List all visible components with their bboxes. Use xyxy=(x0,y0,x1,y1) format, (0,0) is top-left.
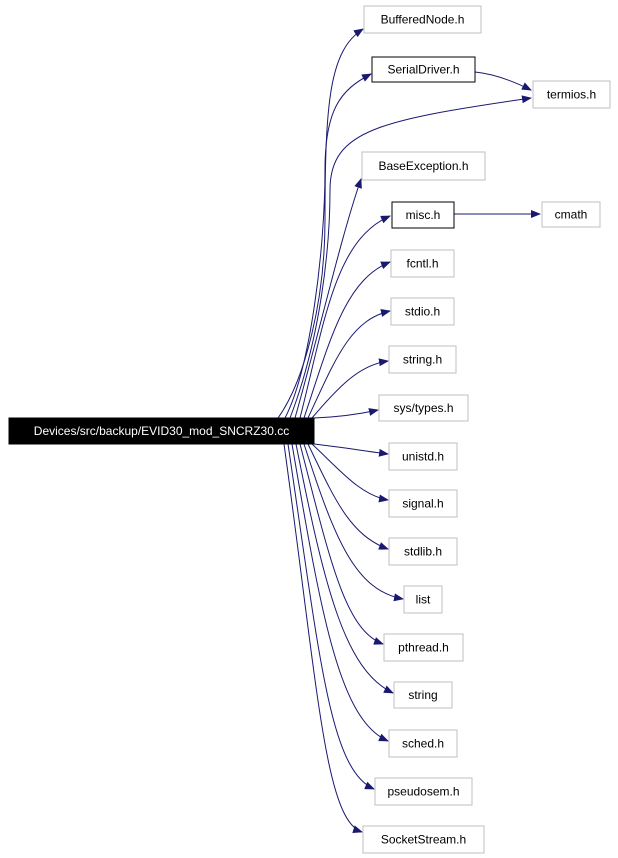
node-label: Devices/src/backup/EVID30_mod_SNCRZ30.cc xyxy=(34,424,289,438)
node-label: stdlib.h xyxy=(404,545,442,559)
node-baseexception[interactable]: BaseException.h xyxy=(361,151,486,181)
edge-root-to-termios xyxy=(289,95,532,419)
node-box xyxy=(362,825,485,854)
node-label: stdio.h xyxy=(405,305,440,319)
edge-root-to-pseudosem xyxy=(287,443,375,790)
edge-root-to-list xyxy=(303,443,404,602)
node-serialdriver[interactable]: SerialDriver.h xyxy=(371,56,476,83)
node-box xyxy=(390,249,455,278)
node-box xyxy=(388,442,458,471)
edge-root-to-serialdriver xyxy=(284,73,372,419)
edge-root-to-baseexception xyxy=(294,178,362,419)
nodes-layer: Devices/src/backup/EVID30_mod_SNCRZ30.cc… xyxy=(8,5,611,854)
edge-root-to-sched xyxy=(291,443,389,742)
node-misc[interactable]: misc.h xyxy=(391,201,455,229)
node-box xyxy=(378,394,469,422)
node-unistd[interactable]: unistd.h xyxy=(388,442,458,471)
node-stdlib[interactable]: stdlib.h xyxy=(388,537,458,566)
node-box xyxy=(363,5,482,34)
node-sched[interactable]: sched.h xyxy=(388,729,458,758)
node-label: SerialDriver.h xyxy=(387,63,459,77)
edges-layer xyxy=(277,28,541,833)
node-bufferednode[interactable]: BufferedNode.h xyxy=(363,5,482,34)
node-label: pseudosem.h xyxy=(387,785,459,799)
node-root[interactable]: Devices/src/backup/EVID30_mod_SNCRZ30.cc xyxy=(8,417,315,445)
node-string_h[interactable]: string.h xyxy=(388,345,457,374)
node-label: sched.h xyxy=(402,737,444,751)
node-signal[interactable]: signal.h xyxy=(388,489,458,518)
node-systypes[interactable]: sys/types.h xyxy=(378,394,469,422)
node-box xyxy=(388,729,458,758)
node-pseudosem[interactable]: pseudosem.h xyxy=(374,777,473,806)
node-label: string xyxy=(408,688,437,702)
node-box xyxy=(541,201,601,228)
node-box xyxy=(390,297,455,326)
node-label: list xyxy=(416,593,431,607)
node-label: fcntl.h xyxy=(406,257,438,271)
node-box xyxy=(388,489,458,518)
node-pthread[interactable]: pthread.h xyxy=(383,633,464,662)
node-box xyxy=(403,585,443,614)
node-label: termios.h xyxy=(547,88,596,102)
node-label: SocketStream.h xyxy=(381,833,466,847)
node-list[interactable]: list xyxy=(403,585,443,614)
node-box xyxy=(393,681,453,709)
node-box xyxy=(532,80,611,109)
edge-root-to-string_h xyxy=(311,358,389,419)
node-label: pthread.h xyxy=(398,641,449,655)
edge-root-to-string xyxy=(295,443,394,694)
node-box xyxy=(371,56,476,83)
node-box xyxy=(361,151,486,181)
node-box xyxy=(388,537,458,566)
node-label: cmath xyxy=(555,208,588,222)
edge-root-to-stdio xyxy=(307,309,391,419)
node-box xyxy=(8,417,315,445)
node-label: BufferedNode.h xyxy=(381,13,465,27)
node-label: string.h xyxy=(403,353,442,367)
node-fcntl[interactable]: fcntl.h xyxy=(390,249,455,278)
node-label: BaseException.h xyxy=(378,159,468,173)
edge-root-to-bufferednode xyxy=(277,28,364,419)
edge-root-to-systypes xyxy=(313,408,379,419)
node-label: misc.h xyxy=(406,208,441,222)
edge-root-to-pthread xyxy=(299,443,384,645)
edge-root-to-unistd xyxy=(313,443,389,457)
edge-root-to-misc xyxy=(299,215,391,419)
node-box xyxy=(374,777,473,806)
node-socketstream[interactable]: SocketStream.h xyxy=(362,825,485,854)
edge-root-to-stdlib xyxy=(307,443,389,550)
edge-root-to-fcntl xyxy=(303,261,391,419)
node-box xyxy=(388,345,457,374)
node-label: sys/types.h xyxy=(393,401,453,415)
edge-root-to-socketstream xyxy=(283,443,363,833)
node-label: unistd.h xyxy=(402,450,444,464)
node-termios[interactable]: termios.h xyxy=(532,80,611,109)
node-label: signal.h xyxy=(402,497,443,511)
node-box xyxy=(391,201,455,229)
edge-serialdriver-to-termios xyxy=(474,71,532,91)
edge-root-to-signal xyxy=(311,443,389,503)
node-cmath[interactable]: cmath xyxy=(541,201,601,228)
node-string[interactable]: string xyxy=(393,681,453,709)
node-box xyxy=(383,633,464,662)
node-stdio[interactable]: stdio.h xyxy=(390,297,455,326)
